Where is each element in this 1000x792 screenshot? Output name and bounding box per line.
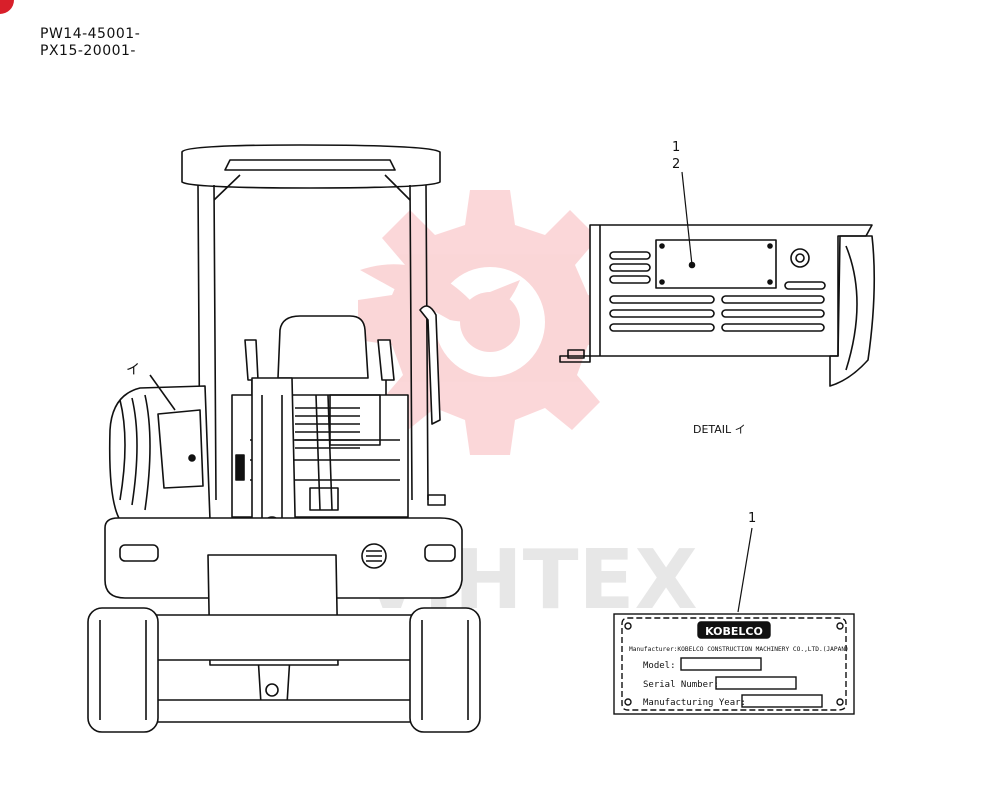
detail-marker-label: イ [126, 362, 140, 378]
detail-view [559, 171, 876, 387]
nameplate-manufacturer: Manufacturer:KOBELCO CONSTRUCTION MACHIN… [629, 646, 849, 653]
nameplate-brand: KOBELCO [705, 625, 763, 638]
detail-part-number-2: 2 [672, 157, 680, 172]
plate-part-number: 1 [748, 511, 756, 526]
watermark-gear-icon [358, 190, 622, 455]
detail-caption: DETAIL イ [693, 423, 746, 436]
serial-range-2: PX15-20001- [40, 43, 136, 59]
nameplate-year-label: Manufacturing Year: [643, 698, 746, 708]
serial-range-1: PW14-45001- [40, 26, 141, 42]
nameplate [613, 527, 855, 715]
nameplate-serial-label: Serial Number: [643, 680, 719, 690]
nameplate-model-label: Model: [643, 661, 676, 671]
excavator-rear-view [87, 144, 481, 733]
detail-part-number-1: 1 [672, 140, 680, 155]
